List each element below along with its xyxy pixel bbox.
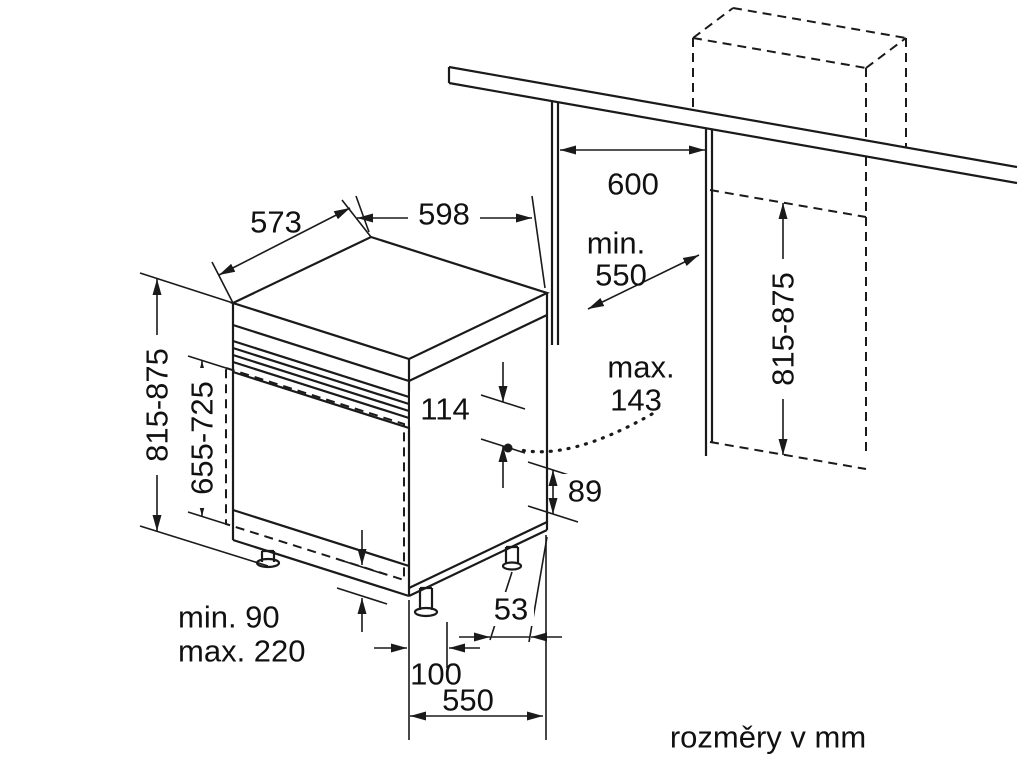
label-niche-depth: 550 bbox=[595, 258, 647, 293]
label-depth-top: 573 bbox=[250, 205, 302, 240]
dimension-lines bbox=[152, 145, 788, 721]
rear-foot bbox=[504, 545, 520, 564]
label-base-depth: 550 bbox=[442, 683, 494, 718]
label-plinth-min: min. 90 bbox=[178, 600, 280, 635]
label-front-foot-offset: 100 bbox=[410, 657, 462, 692]
furniture-panel-dashed bbox=[225, 366, 405, 582]
vertical-edges bbox=[231, 293, 549, 596]
door-edges bbox=[232, 370, 410, 568]
front-right-foot-base bbox=[413, 606, 439, 618]
labels: 573 598 600 min. 550 815-875 655-725 114… bbox=[139, 167, 866, 755]
dim-573 bbox=[218, 207, 351, 276]
base-edges bbox=[232, 521, 548, 598]
label-width-top: 598 bbox=[418, 197, 470, 232]
label-height-left: 815-875 bbox=[140, 348, 175, 462]
dim-min-550 bbox=[587, 254, 700, 310]
lid-edge bbox=[232, 314, 548, 383]
label-height-right-group: 815-875 bbox=[765, 259, 801, 399]
cabinet-extension-lines bbox=[709, 189, 867, 470]
rear-foot-base bbox=[501, 561, 523, 571]
label-height-left-group: 815-875 bbox=[139, 335, 175, 475]
label-niche-width: 600 bbox=[607, 167, 659, 202]
label-height-right: 815-875 bbox=[766, 272, 801, 386]
door-pivot-hint bbox=[503, 412, 654, 454]
label-door-clearance: 143 bbox=[610, 383, 662, 418]
label-panel-height: 655-725 bbox=[185, 381, 220, 495]
label-door-clearance-prefix: max. bbox=[607, 350, 674, 385]
niche-walls bbox=[550, 101, 714, 456]
label-plinth-max: max. 220 bbox=[178, 634, 306, 669]
footer-note: rozměry v mm bbox=[670, 720, 866, 755]
label-side-foot-offset: 53 bbox=[494, 592, 528, 627]
label-control-panel-height: 114 bbox=[420, 392, 469, 427]
control-panel-louvers bbox=[232, 339, 410, 420]
label-base-height: 89 bbox=[568, 474, 602, 509]
pivot-point bbox=[503, 443, 513, 453]
label-panel-height-group: 655-725 bbox=[184, 368, 220, 508]
front-right-foot bbox=[418, 586, 434, 610]
label-niche-depth-prefix: min. bbox=[587, 226, 646, 261]
worktop bbox=[447, 65, 1018, 185]
upper-cabinet-dashed bbox=[692, 7, 907, 470]
